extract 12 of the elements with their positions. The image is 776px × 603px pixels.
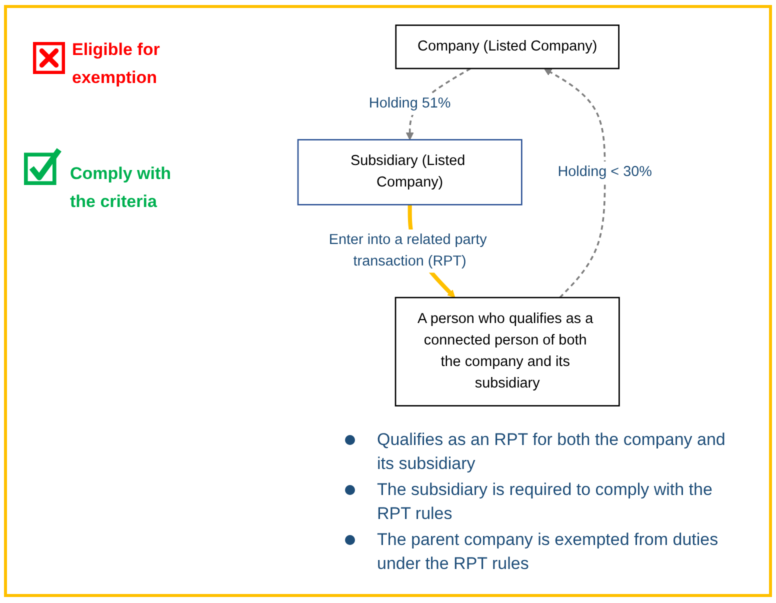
arrow — [544, 68, 606, 298]
node-box: Subsidiary (Listed Company) — [297, 139, 522, 206]
status-text: Comply with the criteria — [70, 163, 172, 213]
node-box: Company (Listed Company) — [395, 24, 620, 70]
edge-label: Enter into a related party transaction (RPT) — [328, 232, 487, 270]
node-box: A person who qualifies as a connected person of both the company and its subsidiary — [394, 296, 620, 406]
bullet-text: The parent company is exempted from duties under the RPT rules — [377, 529, 720, 575]
bullet-text: Qualifies as an RPT for both the company and its subsidiary — [377, 429, 726, 475]
status-text: Eligible for exemption — [72, 39, 161, 89]
bullet-text: The subsidiary is required to comply with the RPT rules — [377, 479, 714, 525]
edge-label: Holding 51% — [368, 96, 451, 112]
edge-label: Holding < 30% — [558, 164, 652, 180]
